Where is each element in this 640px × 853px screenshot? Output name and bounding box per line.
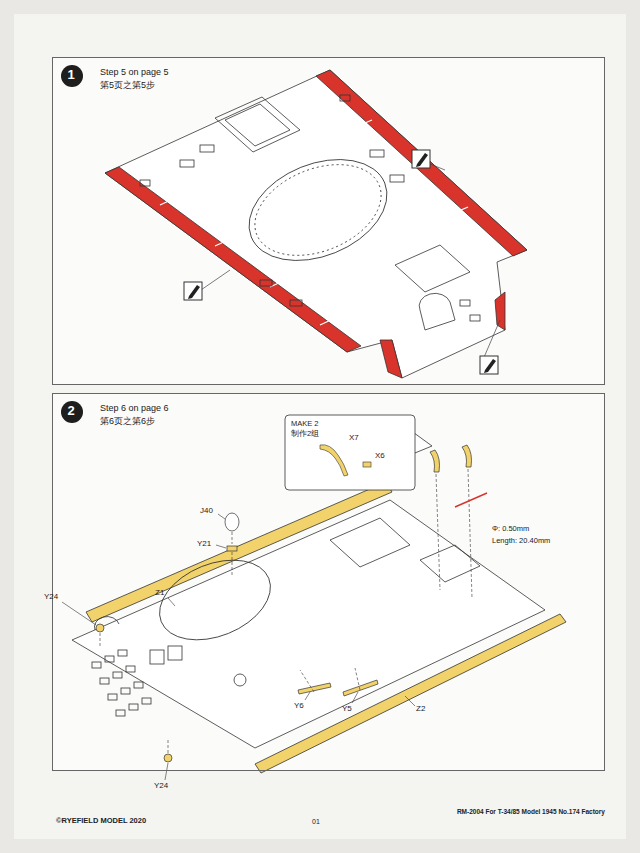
callout-number: 1 (67, 68, 74, 83)
page-number: 01 (312, 818, 320, 826)
step-number-circle: 2 (61, 401, 83, 423)
step-title-chinese: 第5页之第5步 (100, 80, 155, 90)
callout-box: MAKE 2制作2组 X7X6 (286, 416, 416, 491)
part (96, 445, 472, 762)
panel-ground (52, 393, 605, 771)
quantity-note: MAKE 2 (291, 420, 319, 429)
part-number: X7 (349, 433, 359, 442)
hull-top-view (105, 70, 527, 378)
step-title-chinese: 第6页之第6步 (100, 416, 155, 426)
part-number: Y5 (342, 704, 352, 713)
paper (14, 14, 626, 839)
part (363, 462, 371, 467)
step-title: Step 6 on page 6 (100, 403, 169, 413)
panel-ground (52, 57, 605, 385)
step-panel: Step 5 on page 5 第5页之第5步 1 (52, 57, 605, 385)
part-number: J40 (200, 506, 213, 515)
part (320, 445, 348, 476)
brass-rod (455, 493, 487, 507)
part-number: Y6 (294, 701, 304, 710)
part-number: Z1 (155, 588, 164, 597)
copyright: ©RYEFIELD MODEL 2020 (56, 817, 146, 826)
assembly-guide (100, 469, 472, 753)
callout-number: 2 (67, 404, 74, 419)
step-title: Step 5 on page 5 (100, 67, 169, 77)
callout-box-ground (285, 415, 415, 490)
part-number: Y21 (197, 539, 211, 548)
part-number: Z2 (416, 704, 425, 713)
part-number: X6 (375, 451, 385, 460)
kit-title: RM-2004 For T-34/85 Model 1945 No.174 Fa… (457, 808, 605, 815)
part-number: Y24 (44, 592, 58, 601)
leader-line (62, 514, 415, 780)
step-panel: Step 6 on page 6 第6页之第6步 2MAKE 2制作2组 X7X6 (52, 393, 605, 771)
dimension: Φ: 0.50mm (492, 525, 529, 534)
hull-top-view (72, 482, 566, 773)
part-number: Y24 (154, 781, 168, 790)
step-number-circle: 1 (61, 65, 83, 87)
dimension: Length: 20.40mm (492, 537, 550, 546)
quantity-note-chinese: 制作2组 (291, 430, 319, 439)
paint-icon (184, 150, 500, 374)
